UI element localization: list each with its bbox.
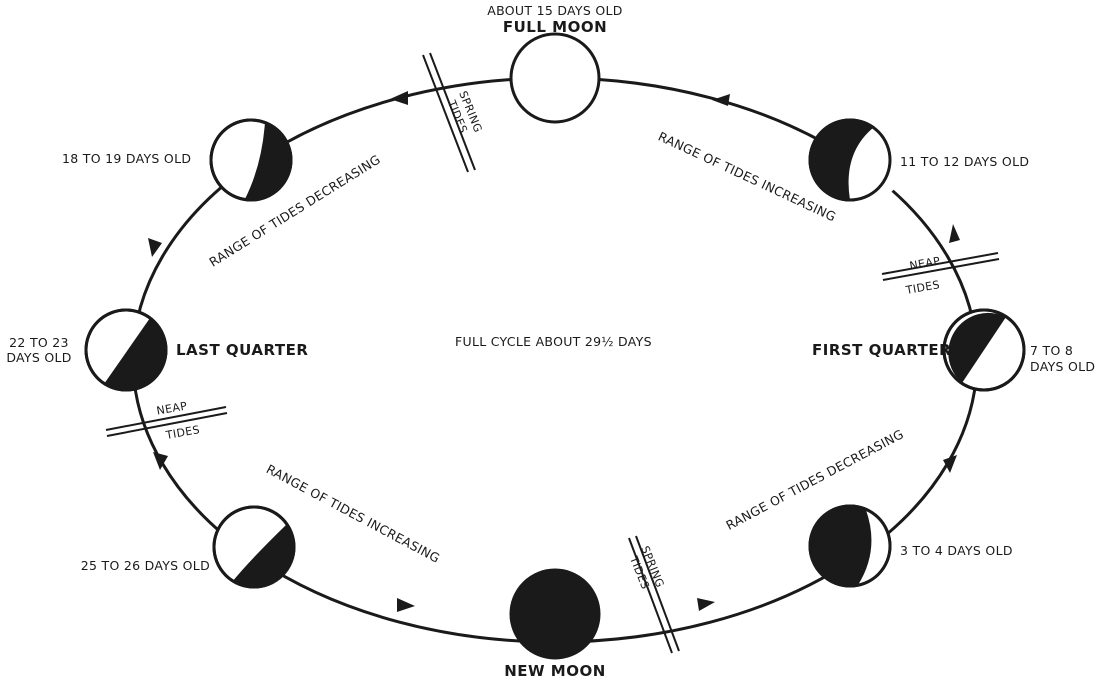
first-quarter-age-line2: DAYS OLD xyxy=(1030,359,1096,374)
first-quarter-label: FIRST QUARTER xyxy=(812,341,952,359)
neap-tide-marker-right xyxy=(881,252,1000,281)
arrow-bottom-left xyxy=(397,598,415,612)
arrow-right-upper xyxy=(949,224,960,243)
cycle-title: FULL CYCLE ABOUT 29½ DAYS xyxy=(455,334,652,349)
full-moon-label: FULL MOON xyxy=(502,18,608,36)
first-quarter-age-line1: 7 TO 8 xyxy=(1030,343,1074,358)
spring-tide-marker-bottom xyxy=(628,535,680,654)
full-moon-age-label: ABOUT 15 DAYS OLD xyxy=(487,3,623,18)
last-quarter-age-line2: DAYS OLD xyxy=(6,350,72,365)
last-quarter-age-line1: 22 TO 23 xyxy=(9,335,69,350)
arrow-right-lower xyxy=(943,455,957,473)
last-quarter-moon-icon xyxy=(84,308,168,392)
orbit-arrows xyxy=(148,91,960,612)
moon-18-19-days-icon xyxy=(209,118,293,202)
arrow-top-right xyxy=(712,94,730,106)
full-moon-icon xyxy=(509,32,601,124)
moon-11-12-days-icon xyxy=(808,118,905,203)
arrow-left-upper xyxy=(148,238,162,257)
last-quarter-label: LAST QUARTER xyxy=(176,341,309,359)
moon-3-4-days-icon xyxy=(808,504,892,588)
moon-25-26-days-label: 25 TO 26 DAYS OLD xyxy=(80,558,210,573)
moon-3-4-days-label: 3 TO 4 DAYS OLD xyxy=(900,543,1013,558)
moon-11-12-days-label: 11 TO 12 DAYS OLD xyxy=(900,154,1030,169)
arrow-top-left xyxy=(390,91,408,105)
arrow-left-lower xyxy=(153,452,168,470)
spring-tide-marker-top xyxy=(422,52,476,173)
new-moon-label: NEW MOON xyxy=(504,662,606,680)
neap-tide-marker-left xyxy=(105,406,228,437)
new-moon-icon xyxy=(509,568,601,660)
arrow-bottom-right xyxy=(697,598,715,611)
moon-18-19-days-label: 18 TO 19 DAYS OLD xyxy=(62,151,192,166)
moon-25-26-days-icon xyxy=(212,505,296,589)
first-quarter-moon-icon xyxy=(942,308,1026,392)
